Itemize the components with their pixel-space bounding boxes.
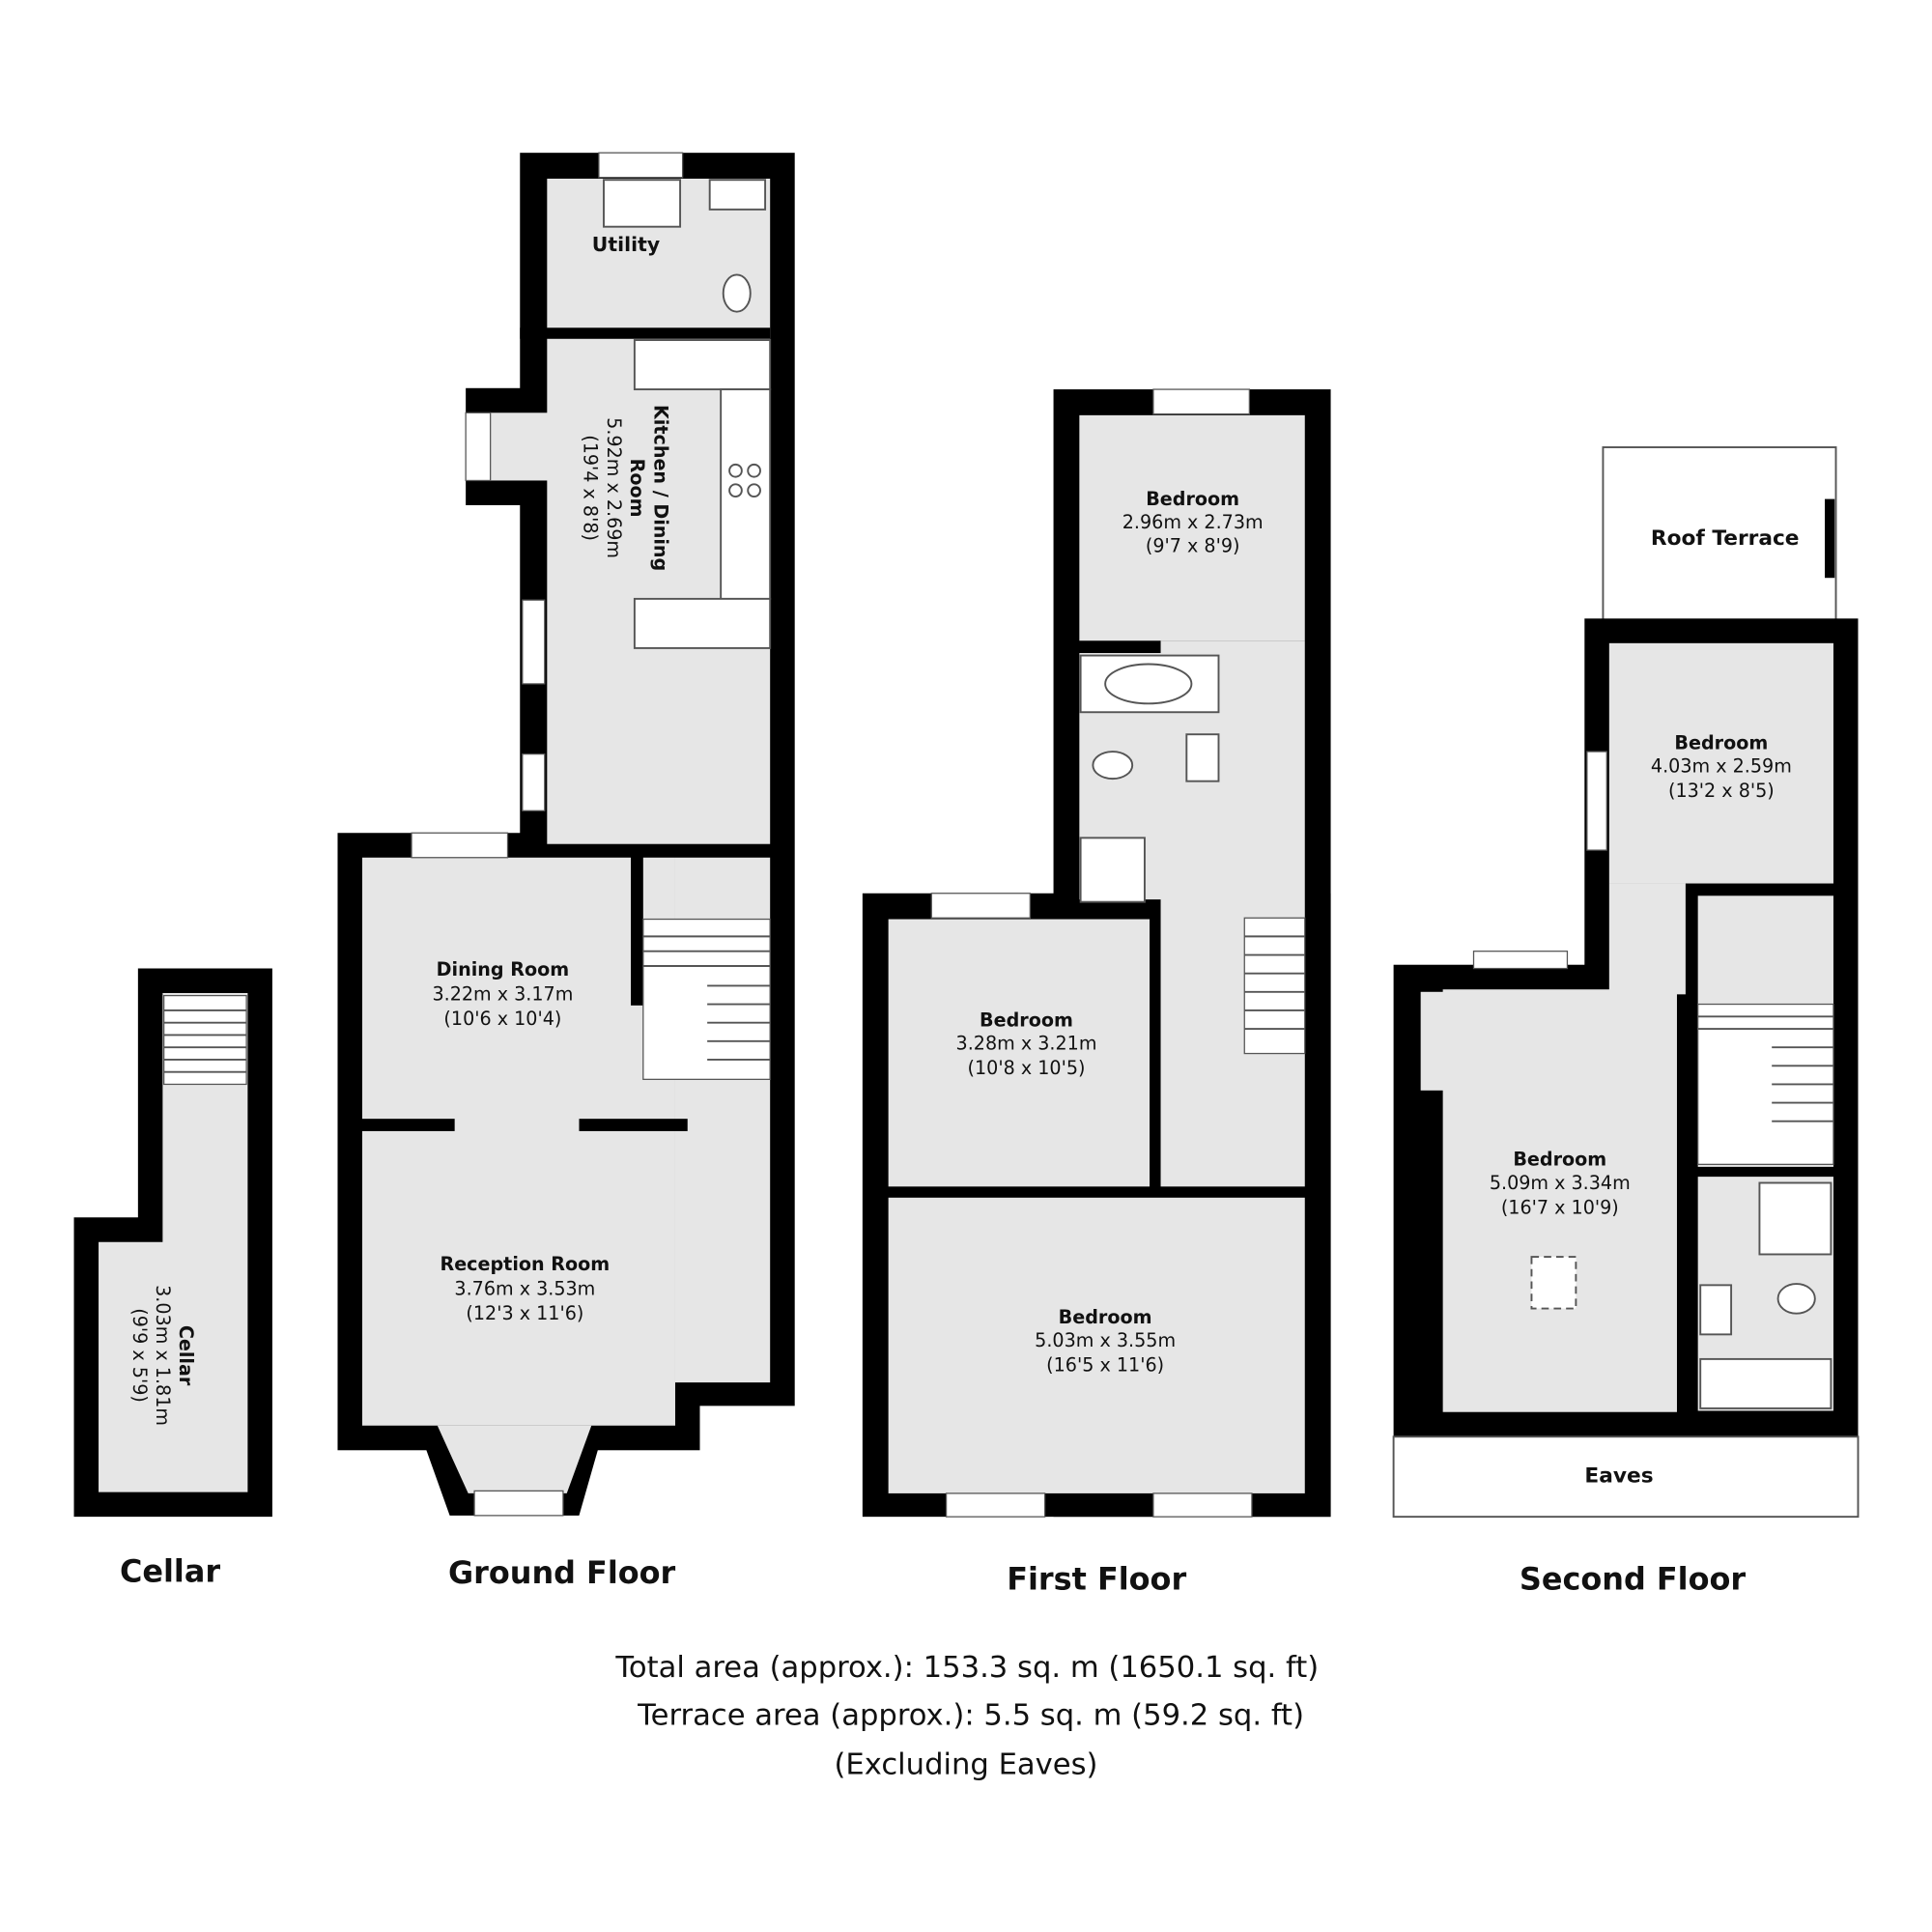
second-floor-plan: Roof Terrace Bedroom 4.03m x 2.59m (13'2… <box>1392 446 1860 1519</box>
cellar-room-name: Cellar <box>175 1325 197 1386</box>
bedroom-1-metric: 2.96m x 2.73m <box>1122 511 1264 533</box>
cellar-plan: Cellar 3.03m x 1.81m (9'9 x 5'9) <box>73 968 272 1518</box>
eaves-name: Eaves <box>1584 1463 1653 1488</box>
ground-floor-title: Ground Floor <box>448 1554 676 1591</box>
bedroom-1-imperial: (9'7 x 8'9) <box>1146 534 1240 556</box>
kitchen-room-name: Kitchen / Dining <box>649 405 671 571</box>
bedroom-1-name: Bedroom <box>1146 488 1239 510</box>
reception-room-name: Reception Room <box>440 1253 610 1275</box>
bedroom-5-name: Bedroom <box>1513 1149 1606 1171</box>
bedroom-5-metric: 5.09m x 3.34m <box>1490 1172 1631 1194</box>
dining-room-metric: 3.22m x 3.17m <box>432 983 573 1006</box>
bedroom-4-imperial: (13'2 x 8'5) <box>1668 780 1775 802</box>
bedroom-2-imperial: (10'8 x 10'5) <box>968 1057 1086 1079</box>
kitchen-room-imperial: (19'4 x 8'8) <box>580 435 602 541</box>
reception-room-metric: 3.76m x 3.53m <box>454 1278 595 1300</box>
roof-terrace-name: Roof Terrace <box>1651 526 1800 551</box>
cellar-room-metric: 3.03m x 1.81m <box>152 1285 174 1426</box>
kitchen-room-metric: 5.92m x 2.69m <box>603 417 625 558</box>
second-floor-stairs <box>1697 1003 1834 1165</box>
first-floor-title: First Floor <box>1007 1560 1186 1597</box>
excluding-eaves-note: (Excluding Eaves) <box>834 1748 1097 1782</box>
bedroom-3-imperial: (16'5 x 11'6) <box>1046 1354 1164 1377</box>
dining-room-imperial: (10'6 x 10'4) <box>443 1008 561 1030</box>
terrace-area: Terrace area (approx.): 5.5 sq. m (59.2 … <box>637 1699 1304 1733</box>
bedroom-2-metric: 3.28m x 3.21m <box>956 1033 1097 1055</box>
dining-room-name: Dining Room <box>437 958 570 980</box>
reception-room-imperial: (12'3 x 11'6) <box>466 1302 583 1324</box>
first-floor-stairs <box>1243 917 1306 1055</box>
ground-stairs <box>642 918 771 1080</box>
bedroom-4-metric: 4.03m x 2.59m <box>1651 755 1792 778</box>
cellar-room-imperial: (9'9 x 5'9) <box>128 1308 151 1403</box>
total-area: Total area (approx.): 153.3 sq. m (1650.… <box>614 1651 1319 1685</box>
cellar-title: Cellar <box>120 1553 220 1590</box>
ground-floor-plan: Utility Kitchen / Dining Room 5.92m x 2.… <box>337 152 795 1517</box>
kitchen-room-name-2: Room <box>626 459 648 518</box>
bedroom-5-imperial: (16'7 x 10'9) <box>1501 1196 1619 1218</box>
bedroom-4-name: Bedroom <box>1674 732 1768 754</box>
cellar-stairs <box>163 994 247 1086</box>
second-floor-title: Second Floor <box>1520 1560 1746 1597</box>
bedroom-3-name: Bedroom <box>1059 1306 1152 1328</box>
bedroom-3-metric: 5.03m x 3.55m <box>1035 1329 1176 1351</box>
first-floor-plan: Bedroom 2.96m x 2.73m (9'7 x 8'9) Bedroo… <box>862 388 1331 1518</box>
utility-room-name: Utility <box>592 233 660 256</box>
bedroom-2-name: Bedroom <box>980 1009 1073 1032</box>
